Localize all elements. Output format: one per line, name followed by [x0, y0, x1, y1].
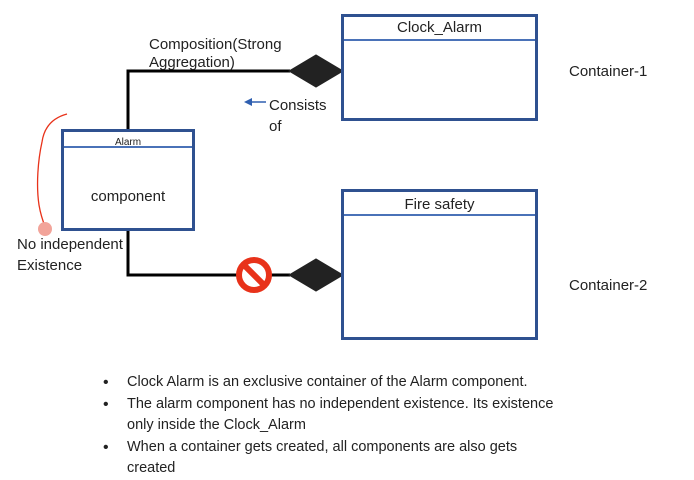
consists-of-label: Consists of: [269, 95, 327, 137]
arrow-left-icon: [244, 98, 266, 106]
consists-label-line1: Consists: [269, 97, 327, 114]
bullet-item: Clock Alarm is an exclusive container of…: [103, 372, 623, 393]
no-independent-line2: Existence: [17, 257, 83, 274]
no-independent-line1: No independent: [17, 236, 123, 253]
composition-diamond: [288, 54, 344, 88]
container-1-label: Container-1: [569, 63, 648, 80]
clock-alarm-title: Clock_Alarm: [344, 17, 535, 41]
bullet-item: When a container gets created, all compo…: [103, 437, 623, 479]
annotation-stroke: [36, 113, 68, 230]
composition-label: Composition(Strong Aggregation): [149, 34, 282, 73]
container-2-label: Container-2: [569, 277, 648, 294]
no-independent-existence-label: No independent Existence: [17, 234, 123, 276]
alarm-component-box: Alarm component: [61, 129, 195, 231]
clock-alarm-box: Clock_Alarm: [341, 14, 538, 121]
bullet-text-cont: created: [127, 460, 176, 476]
annotation-dot: [38, 222, 52, 236]
alarm-title: Alarm: [64, 132, 192, 148]
bullet-item: The alarm component has no independent e…: [103, 394, 623, 436]
bullet-text: When a container gets created, all compo…: [127, 439, 518, 455]
fire-safety-box: Fire safety: [341, 189, 538, 340]
composition-label-line1: Composition(Strong: [149, 36, 282, 53]
composition-connector: [126, 69, 290, 130]
prohibit-icon: [236, 257, 272, 293]
bullet-text: The alarm component has no independent e…: [127, 396, 554, 412]
fire-safety-diamond: [288, 258, 344, 292]
bullet-text-cont: only inside the Clock_Alarm: [127, 417, 306, 433]
composition-label-line2: Aggregation): [149, 54, 235, 71]
bullet-text: Clock Alarm is an exclusive container of…: [127, 374, 528, 390]
alarm-body-text: component: [90, 188, 166, 205]
bullet-list: Clock Alarm is an exclusive container of…: [103, 372, 623, 480]
consists-label-line2: of: [269, 118, 282, 135]
fire-safety-title: Fire safety: [344, 192, 535, 216]
